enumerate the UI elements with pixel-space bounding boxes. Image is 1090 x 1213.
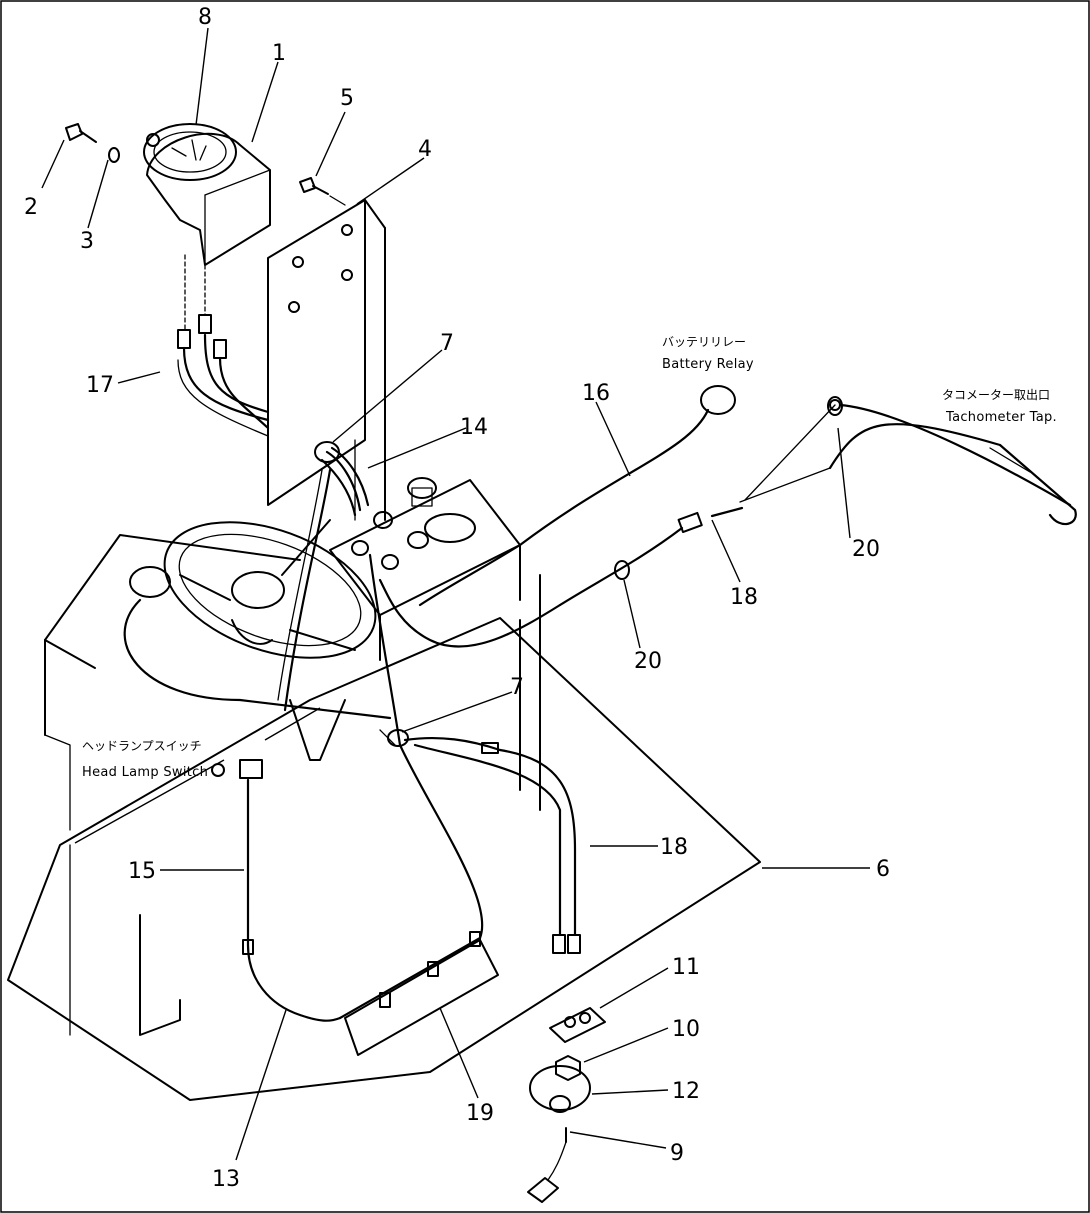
- leader-lines: [41, 27, 870, 1161]
- steering-column: [289, 574, 541, 811]
- label-12: 12: [672, 1079, 700, 1104]
- grommet-7-lower: [379, 729, 581, 954]
- label-17: 17: [86, 373, 114, 398]
- harness-19: [338, 553, 499, 1056]
- head-lamp-switch-en: Head Lamp Switch: [82, 765, 208, 780]
- harness-16: [418, 385, 736, 607]
- label-4: 4: [418, 137, 432, 162]
- gasket-12: [529, 1065, 591, 1113]
- label-18a: 18: [730, 585, 758, 610]
- tachometer-tap-jp: タコメーター取出口: [942, 388, 1050, 402]
- label-14: 14: [460, 415, 488, 440]
- instrument-panel: [267, 199, 386, 521]
- label-18b: 18: [660, 835, 688, 860]
- battery-relay-en: Battery Relay: [662, 357, 754, 372]
- switch-11: [549, 1007, 606, 1043]
- bolt-5: [299, 177, 346, 206]
- bolt-2: [65, 123, 97, 143]
- label-6: 6: [876, 857, 890, 882]
- label-9: 9: [670, 1141, 684, 1166]
- tachometer-assembly: [143, 123, 271, 266]
- label-16: 16: [582, 381, 610, 406]
- label-15: 15: [128, 859, 156, 884]
- label-10: 10: [672, 1017, 700, 1042]
- label-2: 2: [24, 195, 38, 220]
- harness-17: [177, 254, 270, 437]
- tachometer-cable-18: [378, 399, 1077, 648]
- part-numbers: 8 1 2 3 5 4 7 14 16 17 20 18 20 7 6 18 1…: [24, 5, 890, 1192]
- label-8: 8: [198, 5, 212, 30]
- nut-10: [555, 1055, 581, 1081]
- annotations: バッテリリレー Battery Relay タコメーター取出口 Tachomet…: [82, 335, 1057, 780]
- label-20a: 20: [852, 537, 880, 562]
- label-7b: 7: [510, 675, 524, 700]
- head-lamp-switch-jp: ヘッドランプスイッチ: [82, 739, 202, 753]
- label-3: 3: [80, 229, 94, 254]
- clamp-20-a: [614, 560, 630, 580]
- harness-14: [277, 441, 370, 712]
- label-19: 19: [466, 1101, 494, 1126]
- label-7a: 7: [440, 331, 454, 356]
- screw-9: [527, 1127, 567, 1203]
- label-11: 11: [672, 955, 700, 980]
- battery-relay-jp: バッテリリレー: [662, 335, 746, 349]
- clamp-20-b: [827, 396, 843, 416]
- label-5: 5: [340, 86, 354, 111]
- steering-wheel: [163, 519, 377, 659]
- harness-15: [242, 778, 342, 1022]
- left-console-box: [44, 534, 301, 1036]
- floor-plate: [7, 617, 761, 1101]
- washer-3: [108, 147, 120, 163]
- label-13: 13: [212, 1167, 240, 1192]
- label-1: 1: [272, 41, 286, 66]
- label-20b: 20: [634, 649, 662, 674]
- head-lamp-switch: [123, 566, 392, 779]
- tachometer-tap-en: Tachometer Tap.: [945, 410, 1057, 425]
